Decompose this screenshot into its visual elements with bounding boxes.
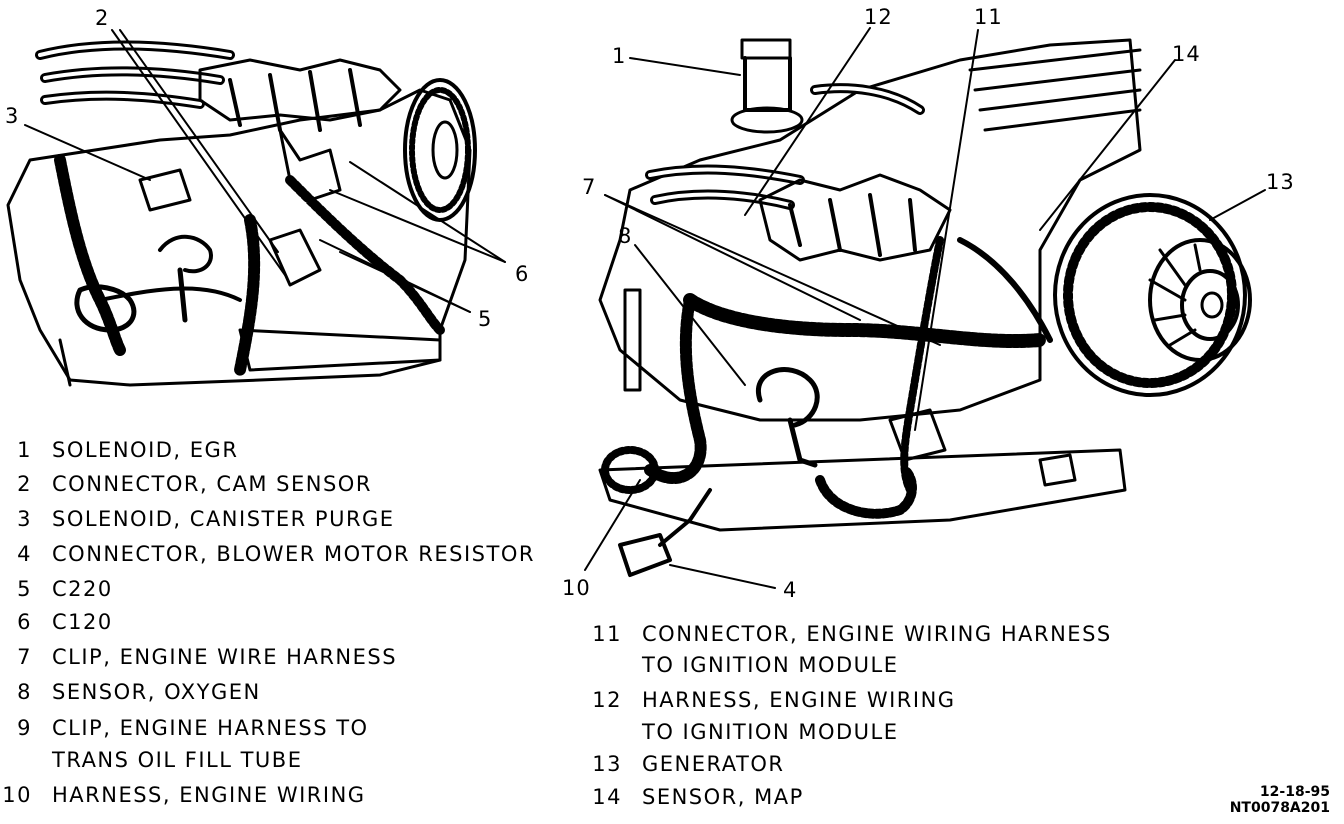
- callout-1-right: 1: [612, 44, 627, 68]
- legend-number: 7: [17, 645, 32, 669]
- callout-11-right: 11: [974, 5, 1003, 29]
- legend-text: SENSOR, MAP: [642, 785, 804, 809]
- figure-id: NT0078A201: [1229, 800, 1330, 816]
- legend-number: 1: [17, 438, 32, 462]
- legend-text: HARNESS, ENGINE WIRING: [52, 783, 366, 807]
- legend-text: TO IGNITION MODULE: [642, 653, 899, 677]
- legend-text: CONNECTOR, BLOWER MOTOR RESISTOR: [52, 542, 535, 566]
- legend-number: 2: [17, 472, 32, 496]
- legend-text: CLIP, ENGINE WIRE HARNESS: [52, 645, 398, 669]
- legend-text: CLIP, ENGINE HARNESS TO: [52, 716, 369, 740]
- legend-number: 3: [17, 507, 32, 531]
- legend-text: SOLENOID, EGR: [52, 438, 239, 462]
- legend-number: 5: [17, 577, 32, 601]
- callout-13-right: 13: [1266, 170, 1295, 194]
- legend-number: 11: [592, 622, 622, 646]
- legend-number: 14: [592, 785, 622, 809]
- callout-8-right: 8: [618, 224, 633, 248]
- legend-number: 4: [17, 542, 32, 566]
- legend-text: C120: [52, 610, 113, 634]
- legend-number: 12: [592, 688, 622, 712]
- callout-2-left: 2: [95, 6, 110, 30]
- right-engine-view: [584, 27, 1266, 589]
- legend-text: HARNESS, ENGINE WIRING: [642, 688, 956, 712]
- callout-7-right: 7: [582, 175, 597, 199]
- legend-number: 8: [17, 680, 32, 704]
- figure-date: 12-18-95: [1259, 784, 1330, 800]
- legend-text: TRANS OIL FILL TUBE: [52, 748, 303, 772]
- callout-10-right: 10: [562, 576, 591, 600]
- legend-number: 13: [592, 752, 622, 776]
- left-engine-view: [6, 29, 506, 387]
- legend-text: GENERATOR: [642, 752, 785, 776]
- legend-number: 10: [2, 783, 32, 807]
- legend-number: 9: [17, 716, 32, 740]
- legend-text: C220: [52, 577, 113, 601]
- callout-5-left: 5: [478, 307, 493, 331]
- legend-text: SENSOR, OXYGEN: [52, 680, 261, 704]
- callout-14-right: 14: [1172, 42, 1201, 66]
- callout-4-right: 4: [783, 578, 798, 602]
- callout-3-left: 3: [5, 104, 20, 128]
- callout-6-left: 6: [515, 262, 530, 286]
- callout-12-right: 12: [864, 5, 893, 29]
- legend-text: CONNECTOR, ENGINE WIRING HARNESS: [642, 622, 1112, 646]
- legend-text: SOLENOID, CANISTER PURGE: [52, 507, 395, 531]
- legend-text: TO IGNITION MODULE: [642, 720, 899, 744]
- legend-number: 6: [17, 610, 32, 634]
- figure-code: 12-18-95 NT0078A201: [1230, 784, 1330, 816]
- legend-text: CONNECTOR, CAM SENSOR: [52, 472, 372, 496]
